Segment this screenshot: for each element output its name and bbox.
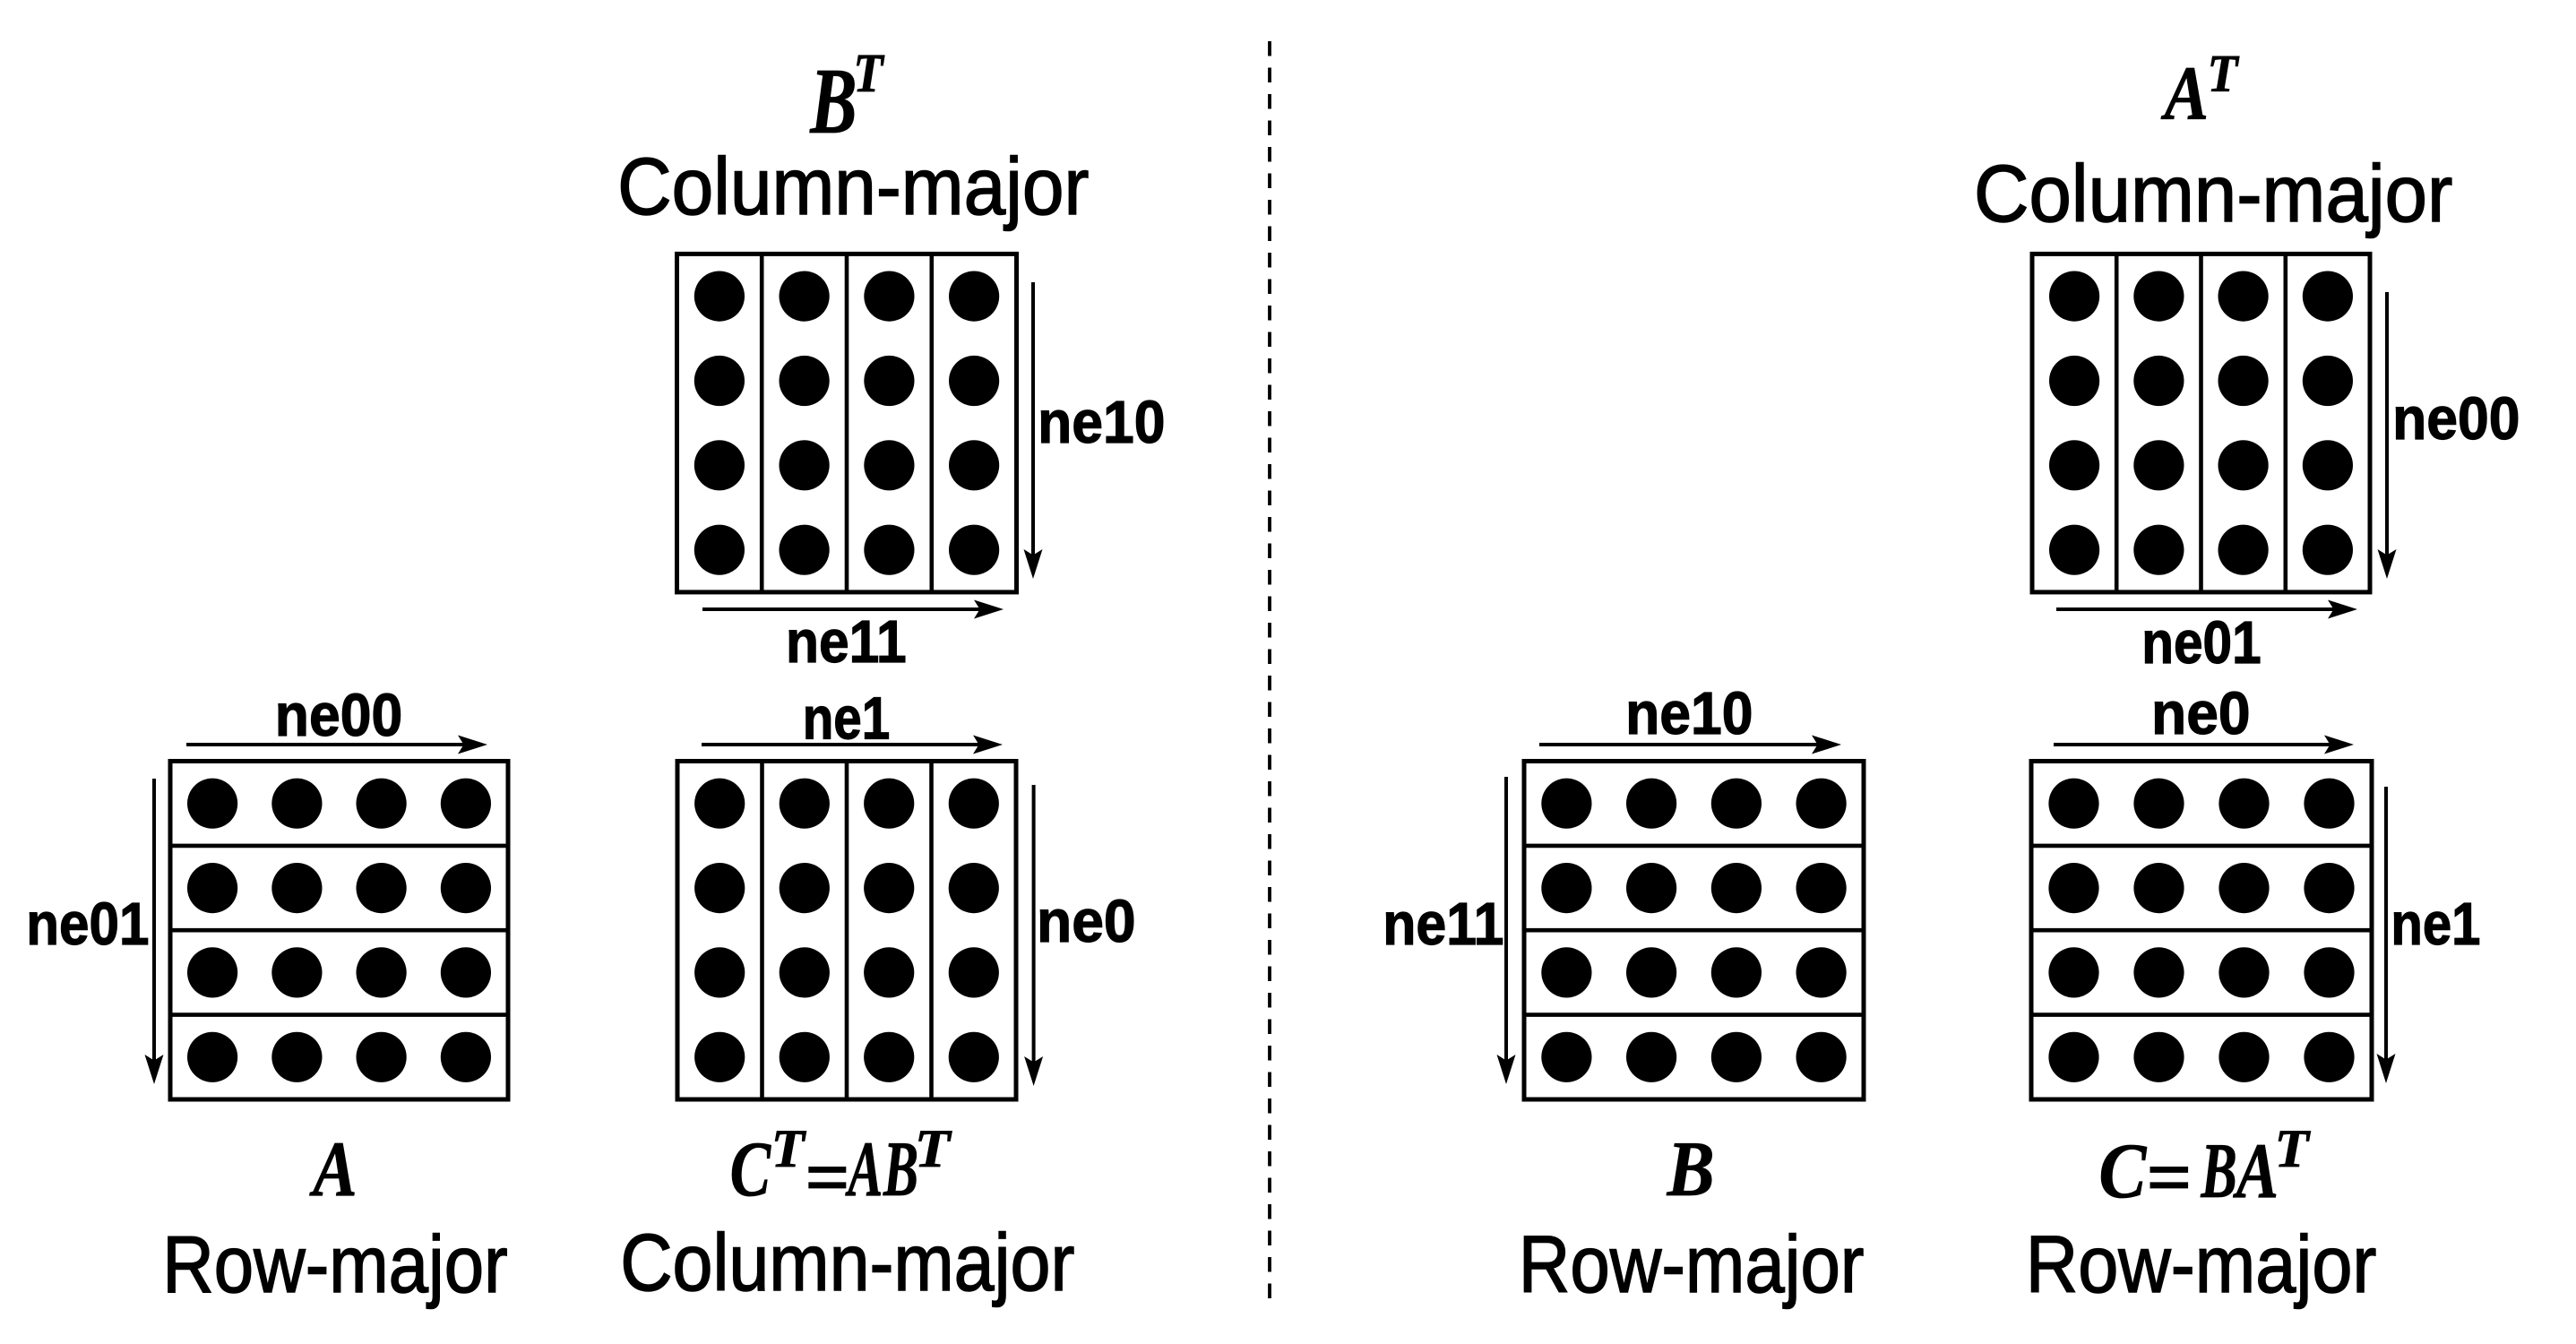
svg-text:=: = <box>2146 1134 2192 1221</box>
svg-text:B: B <box>2201 1128 2237 1215</box>
svg-text:ne1: ne1 <box>2391 891 2480 958</box>
svg-text:A: A <box>2160 52 2209 136</box>
svg-text:C: C <box>730 1126 772 1213</box>
svg-text:B: B <box>1667 1125 1715 1213</box>
svg-text:B: B <box>809 49 857 154</box>
svg-text:ne1: ne1 <box>803 685 891 753</box>
svg-text:B: B <box>883 1125 918 1213</box>
svg-text:ne10: ne10 <box>1625 679 1753 746</box>
svg-text:A: A <box>845 1125 883 1213</box>
svg-text:T: T <box>2275 1119 2312 1179</box>
svg-text:ne01: ne01 <box>2141 609 2262 676</box>
svg-text:Column-major: Column-major <box>1974 149 2452 239</box>
svg-text:Row-major: Row-major <box>2026 1219 2377 1310</box>
svg-text:ne10: ne10 <box>1038 388 1165 455</box>
svg-text:ne00: ne00 <box>2392 384 2520 452</box>
svg-text:=: = <box>805 1134 849 1222</box>
svg-text:T: T <box>915 1118 953 1178</box>
svg-text:Row-major: Row-major <box>1519 1220 1865 1311</box>
svg-text:A: A <box>309 1125 358 1212</box>
svg-text:A: A <box>2232 1128 2279 1215</box>
svg-text:T: T <box>2208 46 2240 104</box>
svg-text:ne11: ne11 <box>786 607 907 676</box>
svg-text:ne0: ne0 <box>1037 888 1136 955</box>
svg-text:ne01: ne01 <box>26 891 149 958</box>
svg-text:ne0: ne0 <box>2151 680 2251 747</box>
svg-text:ne00: ne00 <box>275 681 402 748</box>
svg-text:T: T <box>771 1119 806 1179</box>
svg-text:T: T <box>853 44 885 104</box>
svg-text:C: C <box>2098 1127 2147 1215</box>
svg-text:Column-major: Column-major <box>620 1219 1074 1308</box>
svg-text:ne11: ne11 <box>1383 890 1503 957</box>
svg-text:Row-major: Row-major <box>162 1220 507 1311</box>
svg-text:Column-major: Column-major <box>617 142 1089 231</box>
